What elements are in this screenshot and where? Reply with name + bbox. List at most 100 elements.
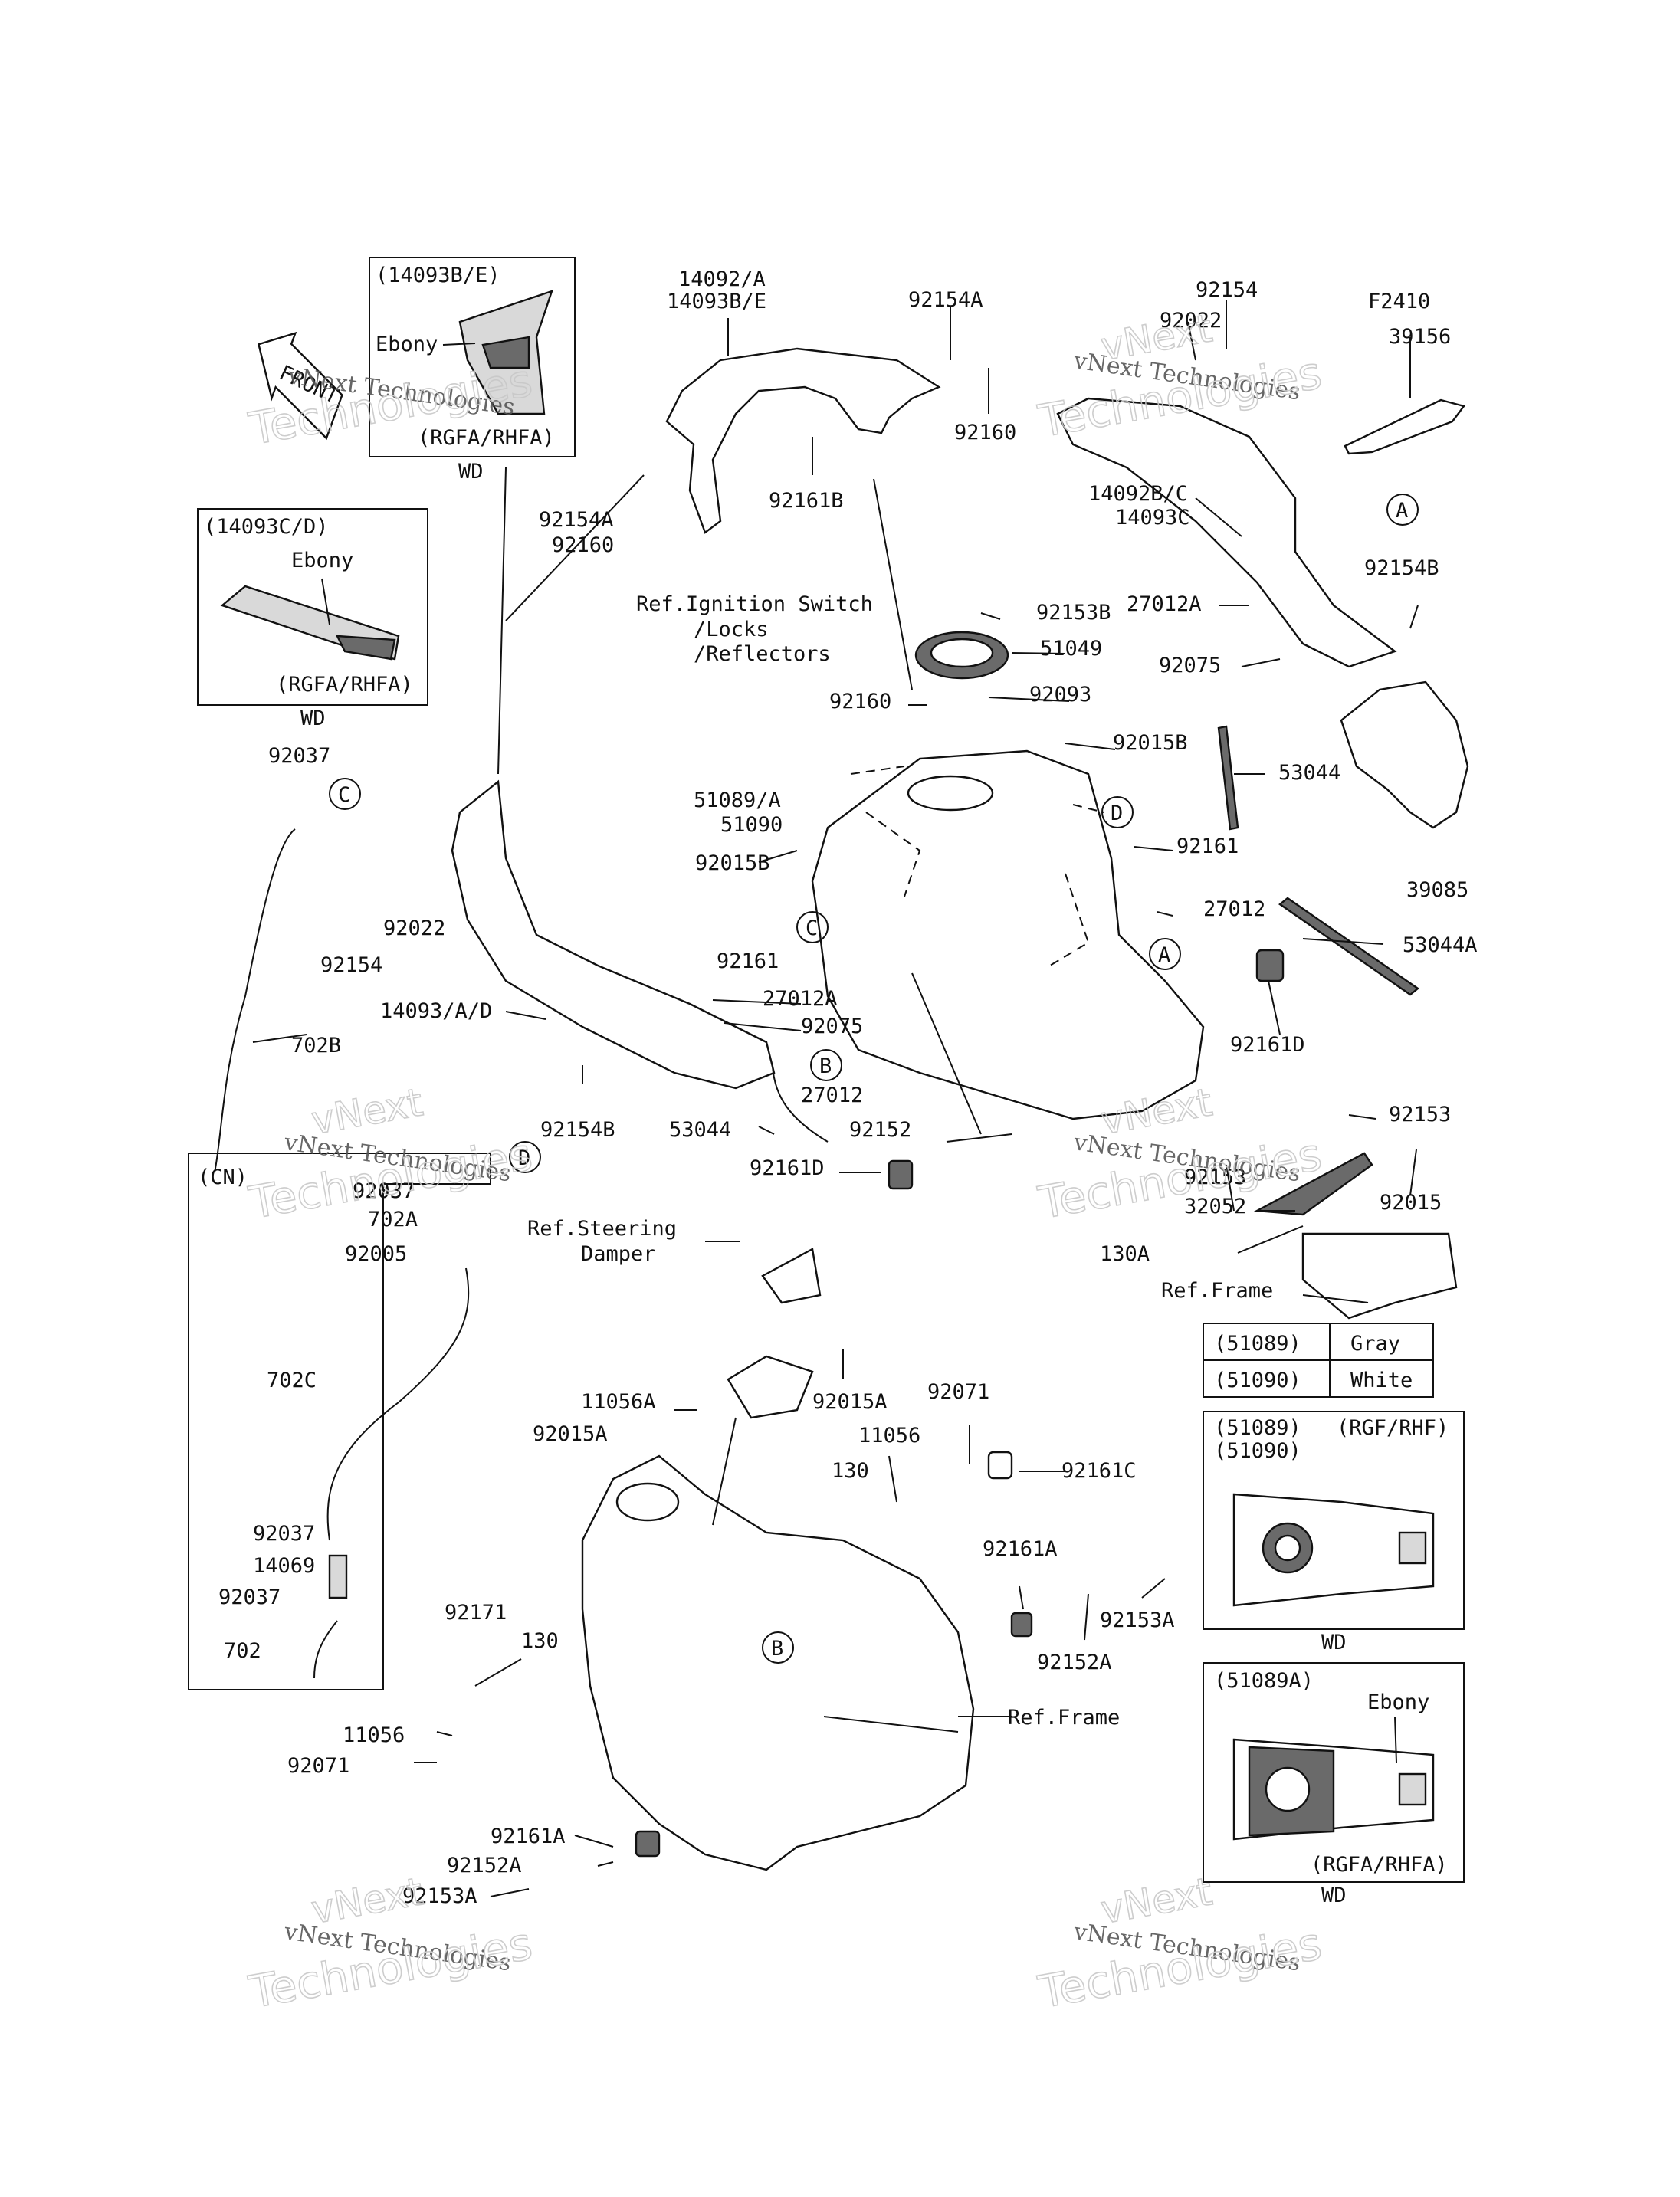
inset-color: Ebony [291,549,353,572]
inset-14093be: (14093B/E) Ebony (RGFA/RHFA) [369,257,576,457]
label-92005: 92005 [345,1242,407,1266]
label-92154: 92154 [1196,278,1258,302]
cover-14092a [665,347,941,534]
label-92161b: 92161B [769,489,844,513]
label-92071: 92071 [927,1380,989,1404]
marker-a2: A [1158,943,1170,967]
label-702: 702 [224,1639,261,1663]
label-27012: 27012 [1203,897,1265,921]
label-92153a: 92153A [1100,1608,1175,1632]
ref-steering-2: Damper [581,1242,656,1266]
label-92154a-2: 92154A [539,508,614,532]
label-92160: 92160 [954,421,1016,444]
label-14092a: 14092/A [678,267,766,291]
label-14092bc: 14092B/C [1088,482,1188,506]
frame-opening [615,1482,680,1522]
watermark-outline: vNext [1098,1869,1216,1932]
label-92152a-2: 92152A [447,1854,522,1877]
label-702a: 702A [368,1208,418,1231]
inset-cn: (CN) [188,1153,491,1690]
grommet-92161a [1010,1612,1033,1638]
label-11056-2: 11056 [343,1723,405,1747]
label-92161d-2: 92161D [750,1156,825,1180]
watermark-outline: vNext [308,1869,426,1932]
circle-markers: C A D C A B D B [329,494,1419,1664]
label-92037-4: 92037 [218,1585,281,1609]
inset-models: (RGFA/RHFA) [1311,1853,1448,1877]
label-14093be: 14093B/E [667,290,766,313]
label-702b: 702B [291,1034,341,1058]
hose-702 [313,1620,338,1679]
hose-702c [326,1267,470,1541]
label-92154b-2: 92154B [540,1118,615,1142]
label-27012a: 27012A [1127,592,1202,616]
label-27012a-2: 27012A [763,987,838,1011]
label-53044a: 53044A [1403,933,1478,957]
dashed-outline [850,766,1104,966]
part-labels: 14092/A 14093B/E 92154A 92160 92154 9202… [218,267,1478,1908]
label-130a: 130A [1100,1242,1150,1266]
fuel-tank [811,749,1205,1120]
grommet-92161d-2 [888,1159,914,1190]
label-39156: 39156 [1389,325,1451,349]
label-92015: 92015 [1380,1191,1442,1215]
marker-b2: B [771,1637,783,1661]
grommet-92161d [1255,949,1285,982]
color-table-color-0: Gray [1350,1332,1400,1356]
color-table: (51089) Gray (51090) White [1203,1323,1434,1398]
inset-title: (14093C/D) [204,515,329,539]
label-92161d: 92161D [1230,1033,1305,1057]
color-table-part-0: (51089) [1214,1332,1301,1356]
steering-bracket [761,1248,822,1304]
leader-lines [252,300,1419,1897]
inset-color: Ebony [376,333,438,356]
label-14093c: 14093C [1115,506,1190,530]
bolt-92152 [946,1133,1012,1143]
label-92152: 92152 [849,1118,911,1142]
label-51089a: 51089/A [694,789,781,812]
bracket-11056a [727,1355,814,1419]
label-92075: 92075 [1159,654,1221,677]
label-27012-2: 27012 [801,1084,863,1107]
label-14069: 14069 [253,1554,315,1578]
inset-title-1: (51089) [1214,1416,1301,1440]
part-39085 [1340,680,1469,829]
strip-53044a [1278,897,1420,996]
frame-bracket [1301,1232,1458,1320]
label-92015a-2: 92015A [533,1422,608,1446]
inset-title: (14093B/E) [376,264,500,287]
inset-title: (CN) [198,1166,248,1189]
pad-39156 [1344,398,1466,455]
inset-below: WD [1321,1884,1347,1907]
ref-frame-1: Ref.Frame [1161,1279,1273,1303]
label-92154-2: 92154 [320,953,382,977]
inset-51089a: (51089A) Ebony (RGFA/RHFA) [1203,1662,1465,1883]
label-92071-2: 92071 [287,1754,349,1778]
ref-ignition-2: /Locks [694,618,769,641]
label-51090: 51090 [720,813,783,837]
label-92171: 92171 [445,1601,507,1625]
inset-models: (RGF/RHF) [1337,1416,1449,1440]
label-92161a: 92161A [983,1537,1058,1561]
label-92037: 92037 [268,744,330,768]
label-53044: 53044 [1278,761,1340,785]
ref-ignition-3: /Reflectors [694,642,831,666]
bolt-130a [1237,1225,1304,1254]
grommet-92161a-2 [635,1830,661,1858]
ref-steering-1: Ref.Steering [527,1217,677,1241]
bracket-32052 [1253,1152,1373,1216]
label-92161a-2: 92161A [491,1825,566,1848]
marker-c2: C [806,917,818,940]
label-32052: 32052 [1184,1195,1246,1218]
watermark-outline: vNext [308,1080,426,1143]
label-92015b-2: 92015B [695,851,770,875]
inset-color: Ebony [1367,1690,1429,1714]
marker-b1: B [819,1054,832,1078]
ref-frame-2: Ref.Frame [1008,1706,1120,1730]
label-figure-code: F2410 [1368,290,1430,313]
inset-models: (RGFA/RHFA) [276,673,413,697]
filter-14069 [328,1554,348,1599]
label-92152a: 92152A [1037,1651,1112,1674]
label-39085: 39085 [1406,878,1468,902]
